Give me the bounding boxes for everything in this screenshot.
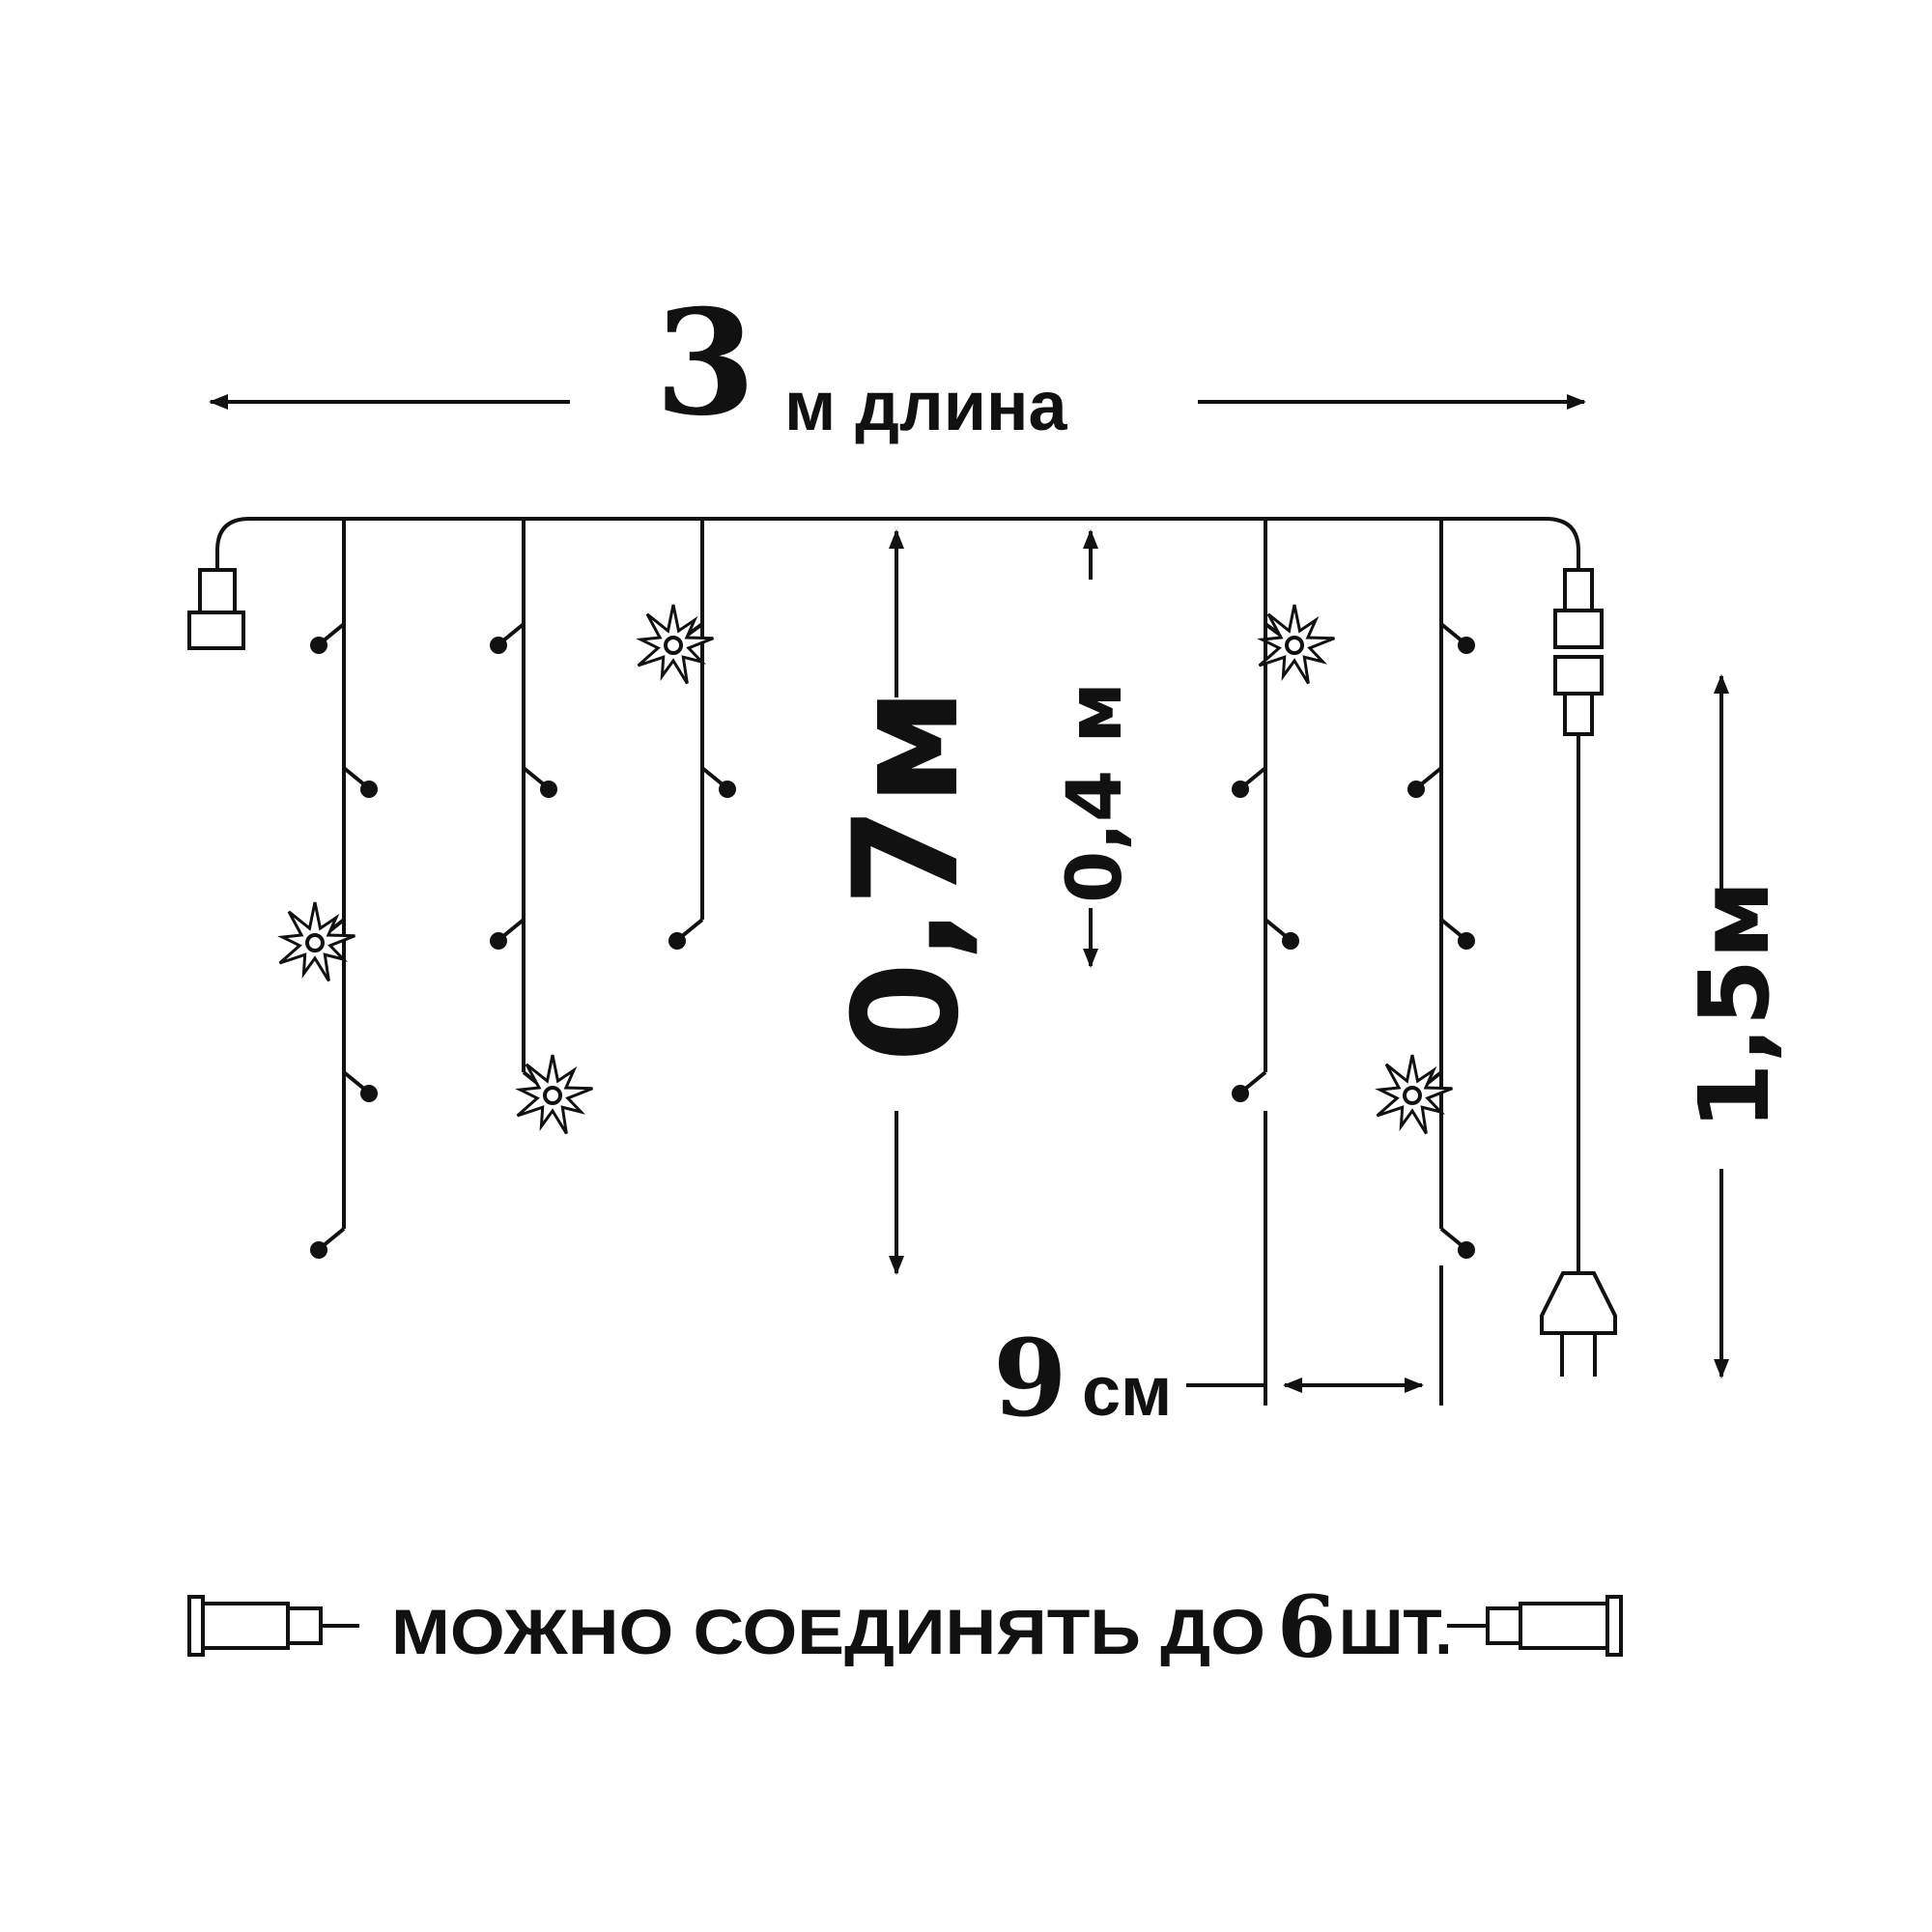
- bulb-dot-icon: [1439, 622, 1475, 654]
- led-bulbs: [310, 622, 1475, 1259]
- footer-text-pre: МОЖНО СОЕДИНЯТЬ ДО: [391, 1596, 1265, 1667]
- bulb-dot-icon: [342, 1070, 378, 1102]
- icicle-long-label: 0,7м: [823, 688, 991, 1063]
- flash-burst-icon: [1257, 604, 1335, 685]
- end-connector-icon: [187, 568, 245, 650]
- bulb-dot-icon: [700, 766, 736, 798]
- bulb-dot-icon: [490, 622, 526, 654]
- spacing-unit: см: [1082, 1353, 1172, 1431]
- cord-connector-tail: [1563, 692, 1594, 736]
- footer-connector-left-icon: [187, 1595, 359, 1657]
- flash-burst-icon: [1375, 1054, 1453, 1135]
- bulb-dot-icon: [1232, 766, 1267, 798]
- power-cord: [1553, 568, 1604, 1273]
- flash-burst-icon: [636, 604, 714, 685]
- cord-connector-collar: [1553, 655, 1604, 696]
- bulb-dot-icon: [1232, 1070, 1267, 1102]
- spacing-dimension: [1186, 1111, 1443, 1406]
- bulb-dot-icon: [490, 918, 526, 950]
- bulb-dot-icon: [1407, 766, 1443, 798]
- spacing-number: 9: [993, 1316, 1067, 1440]
- bulb-dot-icon: [310, 622, 346, 654]
- power-plug-icon: [1540, 1271, 1617, 1377]
- length-number: 3: [655, 278, 755, 448]
- main-wire: [215, 517, 1580, 570]
- cord-connector-body: [1563, 568, 1594, 612]
- flash-bursts: [277, 604, 1453, 1135]
- icicle-short-label: 0,4 м: [1052, 682, 1139, 903]
- footer-number: 6: [1277, 1577, 1336, 1677]
- bulb-dot-icon: [1439, 1227, 1475, 1259]
- flash-burst-icon: [277, 901, 355, 982]
- bulb-dot-icon: [522, 766, 557, 798]
- bulb-dot-icon: [342, 766, 378, 798]
- power-cord-label: 1,5м: [1678, 880, 1791, 1130]
- bulb-dot-icon: [310, 1227, 346, 1259]
- length-label: м длина: [784, 368, 1067, 445]
- bulb-dot-icon: [1264, 918, 1299, 950]
- footer-text-post: ШТ.: [1339, 1596, 1453, 1667]
- footer-connector-right-icon: [1447, 1595, 1623, 1657]
- flash-burst-icon: [515, 1054, 593, 1135]
- bulb-dot-icon: [1439, 918, 1475, 950]
- bulb-dot-icon: [668, 918, 704, 950]
- cord-connector-collar: [1553, 609, 1604, 649]
